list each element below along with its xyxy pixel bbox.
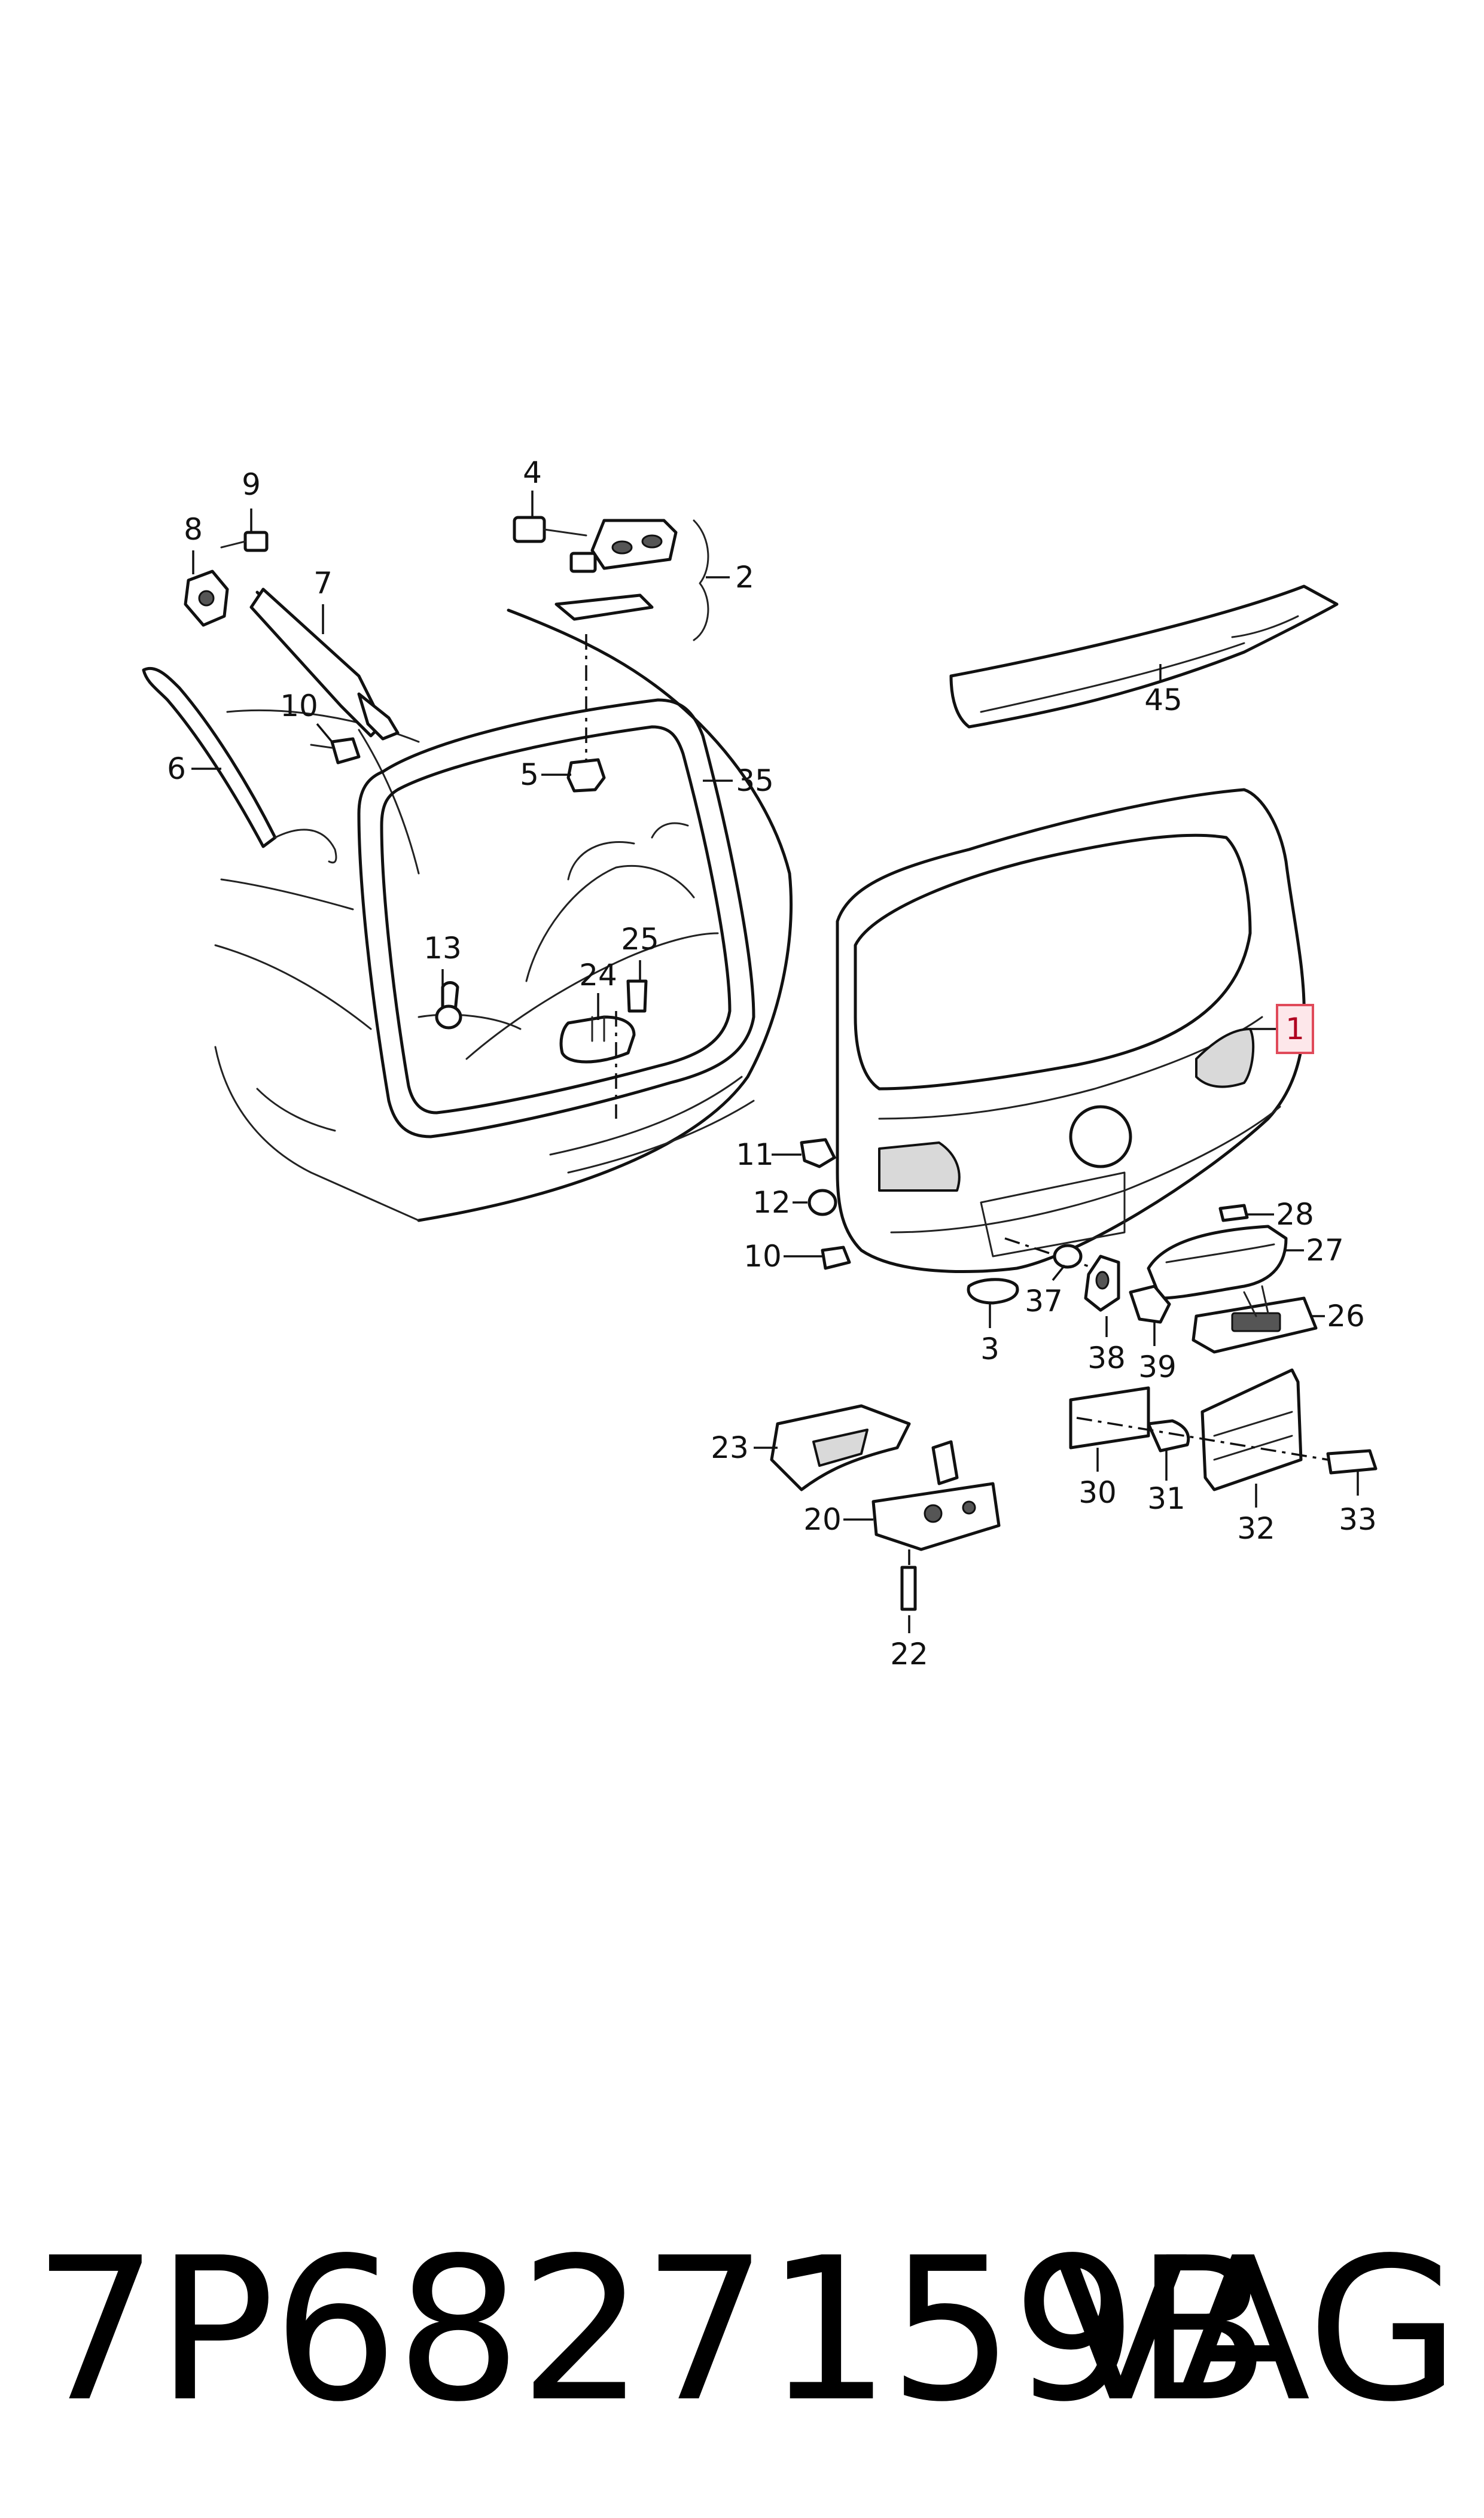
callout-25: 25 [621, 922, 659, 957]
callout-39: 39 [1138, 1350, 1177, 1384]
callout-28: 28 [1276, 1197, 1314, 1232]
callout-6: 6 [167, 751, 186, 786]
gas-strut-assembly [142, 531, 400, 864]
callout-1: 1 [1285, 1012, 1305, 1046]
callout-5: 5 [520, 757, 539, 792]
leader-lines [191, 491, 1359, 1633]
hinge-assembly [513, 516, 709, 793]
callout-13: 13 [423, 931, 462, 966]
callout-7: 7 [313, 566, 333, 601]
callout-10a: 10 [280, 689, 318, 723]
part-number: 7P6827159B [33, 2215, 1270, 2445]
callout-2: 2 [735, 560, 754, 595]
callout-27: 27 [1306, 1233, 1344, 1268]
callout-30: 30 [1078, 1475, 1117, 1510]
nut [566, 758, 606, 793]
callout-22: 22 [890, 1637, 928, 1671]
callout-labels: 9 8 7 4 2 45 10 6 5 35 13 25 24 1 11 12 … [167, 455, 1377, 1671]
callout-11: 11 [736, 1137, 774, 1172]
callout-12: 12 [752, 1185, 791, 1220]
callout-23: 23 [711, 1430, 749, 1465]
lock-parts [770, 1138, 1001, 1611]
callout-33: 33 [1339, 1502, 1377, 1537]
callout-31: 31 [1147, 1481, 1186, 1516]
brand-name: VAG [1053, 2215, 1460, 2445]
roof-spoiler [949, 584, 1339, 729]
striker-parts [435, 979, 648, 1119]
callout-24: 24 [579, 958, 617, 992]
footer: 7P6827159B VAG [0, 2213, 1484, 2441]
callout-38: 38 [1087, 1341, 1126, 1375]
callout-35: 35 [736, 763, 774, 798]
callout-9: 9 [242, 467, 261, 502]
callout-20: 20 [803, 1502, 842, 1537]
callout-45: 45 [1144, 683, 1183, 717]
callout-4: 4 [523, 455, 542, 490]
tailgate-exploded-diagram: 9 8 7 4 2 45 10 6 5 35 13 25 24 1 11 12 … [142, 455, 1378, 1671]
tailgate-panel [836, 788, 1306, 1274]
vehicle-body [214, 608, 793, 1222]
callout-10b: 10 [743, 1239, 782, 1274]
callout-32: 32 [1237, 1511, 1275, 1546]
callout-1-highlight [1276, 1004, 1314, 1054]
callout-37: 37 [1025, 1284, 1063, 1319]
callout-3: 3 [980, 1332, 1000, 1366]
handle-and-lamp-parts [967, 1204, 1378, 1491]
callout-26: 26 [1327, 1299, 1365, 1333]
callout-8: 8 [184, 512, 203, 547]
